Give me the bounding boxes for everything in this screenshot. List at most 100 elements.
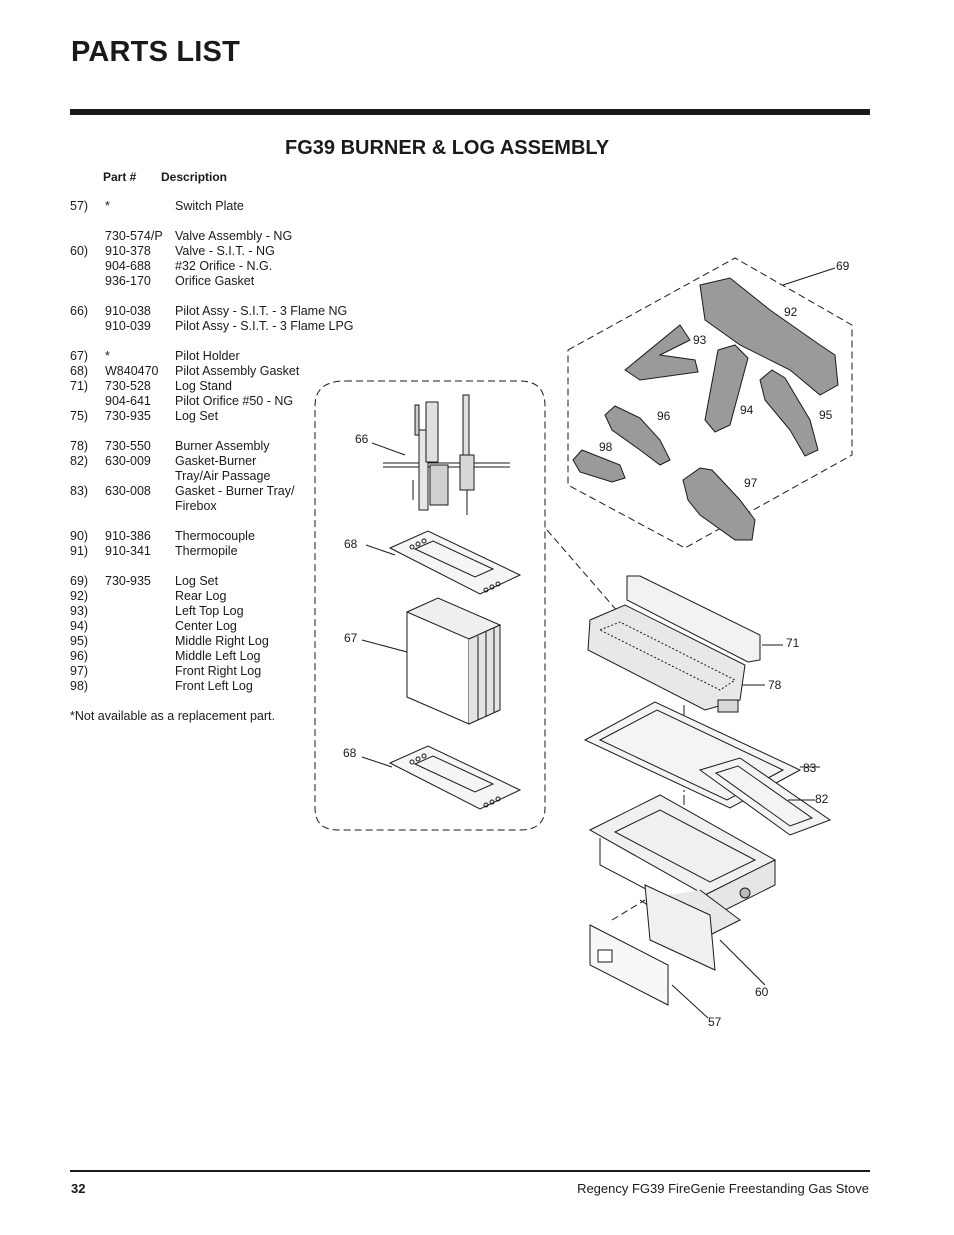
part-number: 910-386 — [105, 529, 151, 543]
part-number-index: 82) — [70, 454, 89, 468]
part-description: Gasket-Burner — [175, 454, 257, 468]
part-description: Valve - S.I.T. - NG — [175, 244, 275, 258]
callout-57: 57 — [708, 1015, 722, 1029]
pilot-enclosure — [314, 380, 546, 831]
parts-list-row: 910-039 Pilot Assy - S.I.T. - 3 Flame LPG — [70, 319, 370, 334]
parts-list-row: 83) 630-008 Gasket - Burner Tray/ — [70, 484, 370, 499]
parts-list-row: 936-170 Orifice Gasket — [70, 274, 370, 289]
part-number: 910-039 — [105, 319, 151, 333]
top-rule — [70, 109, 870, 115]
part-number-index: 93) — [70, 604, 89, 618]
part-description: Pilot Assy - S.I.T. - 3 Flame LPG — [175, 319, 354, 333]
callout-66: 66 — [355, 432, 369, 446]
part-number-index: 95) — [70, 634, 89, 648]
part-number: W840470 — [105, 364, 159, 378]
part-description: Log Set — [175, 574, 219, 588]
part-number: 630-008 — [105, 484, 151, 498]
pilot-assembly-drawing — [383, 394, 510, 515]
part-number-index: 98) — [70, 679, 89, 693]
callout-67: 67 — [344, 631, 358, 645]
callout-71: 71 — [786, 636, 800, 650]
parts-list-row: Firebox — [70, 499, 370, 514]
parts-list-row: 94) Center Log — [70, 619, 370, 634]
part-number-index: 91) — [70, 544, 89, 558]
log-set-enclosure — [567, 257, 853, 549]
middle-right-log-95 — [759, 369, 819, 457]
page-title: PARTS LIST — [71, 36, 241, 68]
part-number: 904-688 — [105, 259, 151, 273]
burner-drawing — [587, 604, 765, 713]
part-number-index: 68) — [70, 364, 89, 378]
rear-log-92 — [699, 277, 839, 396]
part-number-index: 67) — [70, 349, 89, 363]
log-stand-drawing — [626, 575, 783, 663]
part-description: Middle Left Log — [175, 649, 261, 663]
parts-list-row: 92)Rear Log — [70, 589, 370, 604]
parts-list-row: 60) 910-378 Valve - S.I.T. - NG — [70, 244, 370, 259]
gasket-82-drawing — [698, 757, 832, 836]
part-number-index: 60) — [70, 244, 89, 258]
part-number-index: 71) — [70, 379, 89, 393]
exploded-assembly-diagram: 66 68 67 68 69 92 93 94 95 96 97 98 71 7… — [314, 257, 853, 1029]
part-description: Pilot Assembly Gasket — [175, 364, 300, 378]
parts-list-row: 98) Front Left Log — [70, 679, 370, 694]
part-number: 936-170 — [105, 274, 151, 288]
part-description: Gasket - Burner Tray/ — [175, 484, 295, 498]
part-description: Pilot Orifice #50 - NG — [175, 394, 294, 408]
column-header-description: Description — [161, 170, 228, 184]
part-number-index: 78) — [70, 439, 89, 453]
part-number-index: 97) — [70, 664, 89, 678]
pilot-gasket-top — [388, 530, 522, 595]
bottom-rule — [70, 1170, 870, 1172]
parts-list-row: 67)*Pilot Holder — [70, 349, 370, 364]
part-number: * — [105, 199, 110, 213]
page-number: 32 — [71, 1181, 86, 1196]
callout-98: 98 — [599, 440, 613, 454]
part-number-index: 83) — [70, 484, 89, 498]
part-description: Tray/Air Passage — [175, 469, 271, 483]
part-description: #32 Orifice - N.G. — [175, 259, 273, 273]
part-description: Rear Log — [175, 589, 227, 603]
part-description: Log Set — [175, 409, 219, 423]
part-description: Front Left Log — [175, 679, 253, 693]
callout-94: 94 — [740, 403, 754, 417]
part-description: Thermocouple — [175, 529, 255, 543]
callout-83: 83 — [803, 761, 817, 775]
part-description: Center Log — [175, 619, 237, 633]
callout-95: 95 — [819, 408, 833, 422]
part-description: Valve Assembly - NG — [175, 229, 293, 243]
part-description: Middle Right Log — [175, 634, 269, 648]
footnote: *Not available as a replacement part. — [70, 709, 275, 723]
footer-title: Regency FG39 FireGenie Freestanding Gas … — [577, 1181, 869, 1196]
left-top-log-93 — [624, 324, 699, 381]
center-log-94 — [704, 344, 749, 433]
callout-68-bottom: 68 — [343, 746, 357, 760]
parts-list-row: 95) Middle Right Log — [70, 634, 370, 649]
column-header-part: Part # — [103, 170, 137, 184]
parts-list-row: 93)Left Top Log — [70, 604, 370, 619]
part-description: Orifice Gasket — [175, 274, 255, 288]
parts-list-row: 97)Front Right Log — [70, 664, 370, 679]
part-number-index: 96) — [70, 649, 89, 663]
part-description: Thermopile — [175, 544, 238, 558]
parts-list-row: Tray/Air Passage — [70, 469, 370, 484]
middle-left-log-96 — [604, 405, 671, 466]
part-number: 730-528 — [105, 379, 151, 393]
callout-68-top: 68 — [344, 537, 358, 551]
parts-list-row: 57)*Switch Plate — [70, 199, 370, 214]
part-number: 730-935 — [105, 409, 151, 423]
part-description: Pilot Assy - S.I.T. - 3 Flame NG — [175, 304, 348, 318]
pilot-holder-drawing — [405, 597, 502, 725]
part-number: 730-550 — [105, 439, 151, 453]
callout-97: 97 — [744, 476, 758, 490]
part-number: 910-378 — [105, 244, 151, 258]
part-number-index: 94) — [70, 619, 89, 633]
part-number: 904-641 — [105, 394, 151, 408]
